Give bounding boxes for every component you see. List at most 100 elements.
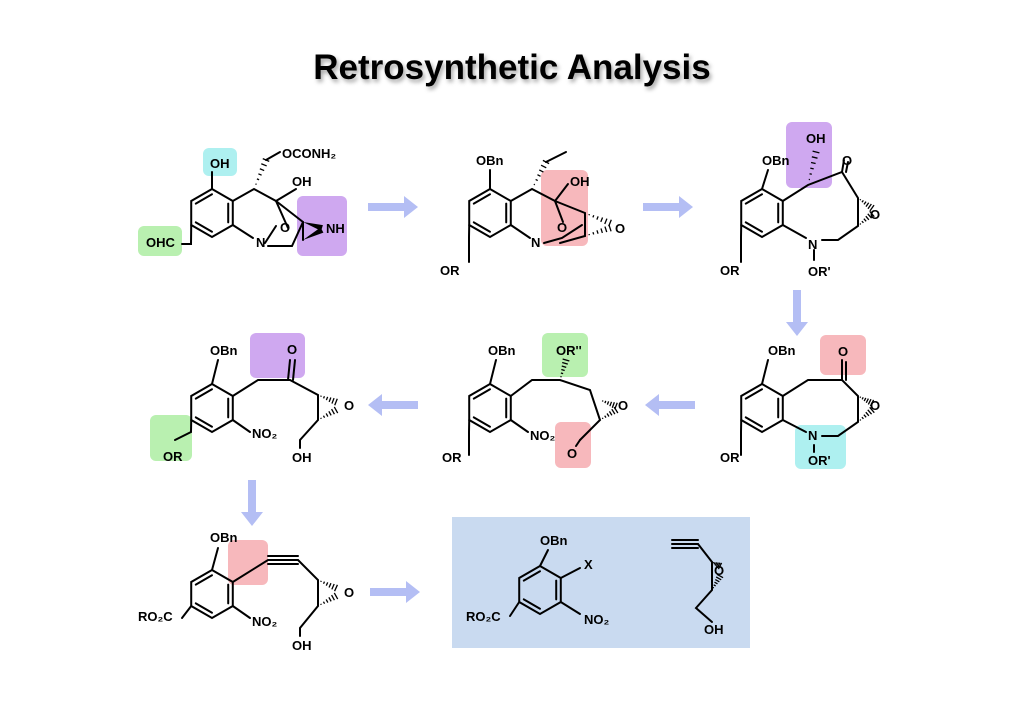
hashed-bond [863, 414, 867, 418]
hashed-bond [714, 581, 718, 585]
bond [781, 379, 859, 437]
hashed-bond [256, 178, 260, 181]
bond [744, 193, 763, 205]
hashed-bond [863, 218, 867, 222]
bond [211, 359, 219, 385]
molecule-7: OBn O RO₂C NO₂ OH [138, 530, 354, 653]
label: OBn [762, 153, 790, 168]
bond [694, 561, 713, 623]
starting-materials: OBn X RO₂C NO₂ O OH [466, 533, 724, 637]
bond [194, 574, 213, 586]
bond [472, 416, 491, 428]
label: OR [442, 450, 462, 465]
label: OBn [476, 153, 504, 168]
hashed-bond [863, 201, 867, 205]
hashed-bond [325, 599, 329, 603]
hashed-bond [867, 203, 872, 210]
hashed-bond [561, 368, 565, 372]
bond [190, 569, 234, 620]
bond [697, 543, 713, 563]
hashed-bond [716, 573, 724, 579]
hashed-bond [537, 174, 541, 177]
hashed-bond [535, 178, 539, 182]
highlight-cyan [203, 148, 237, 176]
hashed-bond [322, 415, 326, 419]
bond [781, 170, 859, 241]
highlight-purple [786, 122, 832, 188]
hashed-bond [613, 406, 619, 414]
hashed-bond [869, 204, 875, 212]
hashed-bond [261, 163, 267, 167]
label: NO₂ [584, 612, 610, 627]
hashed-bond [714, 578, 720, 583]
bond [781, 224, 807, 239]
hashed-bond [865, 202, 870, 207]
bond [554, 200, 586, 244]
hashed-bond [712, 561, 715, 564]
molecule-6: OBn O O NO₂ OH OR [163, 342, 354, 465]
hashed-bond [715, 562, 719, 568]
hashed-bond [863, 397, 867, 402]
hashed-bond [716, 562, 721, 569]
label: OHC [146, 235, 176, 250]
label: OH [292, 638, 312, 653]
bond [181, 224, 193, 245]
hashed-bond [331, 583, 335, 590]
bond [275, 188, 297, 202]
hashed-bond [861, 416, 864, 420]
hashed-bond [538, 169, 544, 173]
bond [231, 419, 251, 433]
bond [841, 159, 845, 173]
hashed-bond [811, 156, 818, 159]
label: NO₂ [252, 426, 278, 441]
label: O [838, 344, 848, 359]
hashed-bond [859, 419, 862, 421]
hashed-bond [604, 226, 608, 233]
hashed-bond [331, 408, 335, 415]
bond [211, 547, 219, 571]
label: OR'' [556, 343, 582, 358]
label: OR' [808, 453, 831, 468]
molecule-4: OBn O O N OR' OR [720, 343, 880, 468]
hashed-bond [861, 200, 864, 203]
hashed-bond [596, 230, 599, 234]
label: O [280, 220, 290, 235]
hashed-bond [865, 411, 870, 417]
hashed-bond [865, 215, 870, 221]
hashed-bond [861, 396, 864, 400]
bond [509, 601, 521, 617]
label: OH [570, 174, 590, 189]
bond [509, 187, 564, 223]
bond [509, 379, 602, 441]
bond [575, 439, 581, 447]
bond [472, 388, 491, 400]
label: O [557, 220, 567, 235]
label: O [344, 398, 354, 413]
hashed-bond [717, 562, 723, 570]
hashed-bond [596, 216, 599, 220]
bond [297, 559, 319, 637]
label: NH [326, 221, 345, 236]
hashed-bond [604, 415, 607, 419]
hashed-bond [334, 398, 338, 406]
bond [472, 221, 491, 233]
hashed-bond [604, 218, 608, 225]
hashed-bond [328, 397, 332, 403]
wedge-bond [303, 222, 323, 231]
bond [509, 419, 529, 433]
hashed-bond [859, 198, 862, 201]
bond [275, 200, 304, 223]
hashed-bond [869, 210, 875, 218]
label: O [870, 207, 880, 222]
highlight-green [138, 226, 182, 256]
label: OR [720, 450, 740, 465]
highlight-green [542, 333, 588, 377]
bond [194, 388, 213, 400]
label: OBn [540, 533, 568, 548]
bond [287, 359, 291, 381]
bond [190, 188, 234, 239]
retro-arrow-left [645, 394, 695, 416]
bond [744, 416, 763, 428]
molecule-1: OCONH₂ OH OH OHC N O NH [146, 146, 345, 250]
